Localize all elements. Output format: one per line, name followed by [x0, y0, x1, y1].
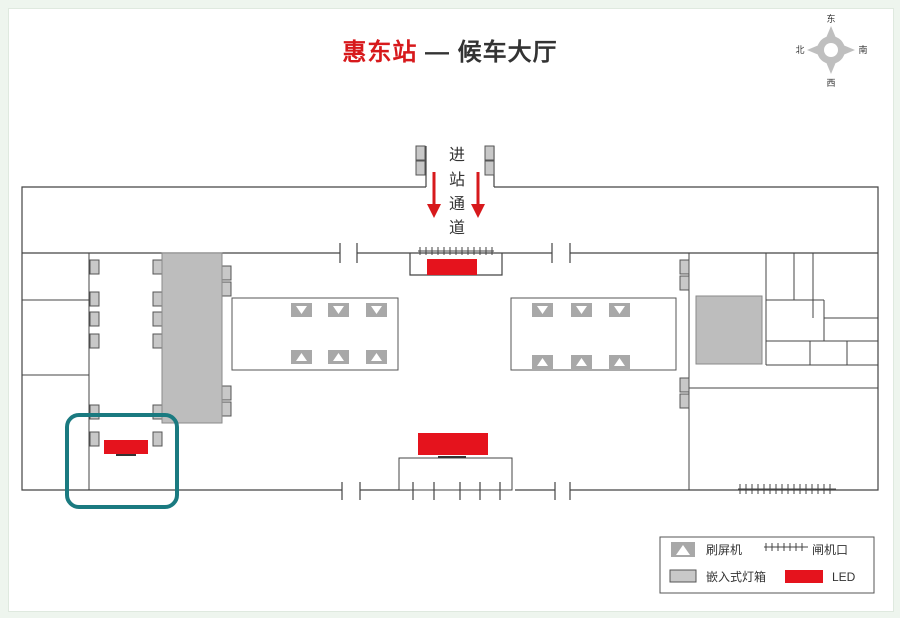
lightbox-icon	[152, 259, 163, 275]
right-rooms	[688, 253, 878, 490]
bottom-right-gate	[738, 484, 836, 494]
lightbox-icon	[415, 160, 426, 176]
legend-swipe-label: 刷屏机	[706, 543, 742, 557]
lightbox-icon	[415, 145, 426, 161]
legend-gate-label: 闸机口	[812, 543, 848, 557]
lightbox-icon	[89, 333, 100, 349]
title-separator: —	[425, 39, 450, 66]
compass-south-label: 南	[858, 44, 867, 55]
lightbox-icon	[152, 431, 163, 447]
lightbox-icon	[89, 259, 100, 275]
compass-north-label: 北	[795, 45, 804, 55]
swipe-screen-icon	[366, 303, 387, 317]
led-screen-center	[418, 433, 488, 455]
led-screen-top	[427, 259, 477, 275]
entrance-corridor: 进 站 通 道	[415, 145, 495, 237]
lightbox-icon	[484, 160, 495, 176]
entrance-label-char: 站	[449, 171, 465, 189]
swipe-screen-icon	[366, 350, 387, 364]
lightbox-icon	[152, 311, 163, 327]
swipe-screen-icon	[532, 355, 553, 369]
compass-west-label: 西	[826, 78, 835, 88]
swipe-screen-icon	[571, 303, 592, 317]
swipe-screen-icon	[609, 355, 630, 369]
swipe-screen-icon	[328, 303, 349, 317]
outer-walls	[21, 186, 879, 491]
lightbox-icon	[221, 281, 232, 297]
lightbox-icon	[669, 569, 697, 583]
right-grey-room	[695, 295, 763, 365]
lightbox-icon	[679, 259, 690, 275]
gate-icon	[764, 543, 808, 551]
legend-lightbox-label: 嵌入式灯箱	[706, 569, 766, 584]
compass-icon: 东 西 北 南	[795, 13, 867, 88]
led-screen-left	[104, 440, 148, 454]
lightbox-icon	[679, 275, 690, 291]
swipe-screen-icon	[609, 303, 630, 317]
lightbox-icon	[221, 401, 232, 417]
led-icon	[785, 570, 823, 583]
highlight-box	[65, 413, 179, 509]
lightbox-icon	[679, 377, 690, 393]
swipe-screen-icon	[291, 303, 312, 317]
page-title: 惠东站 — 候车大厅	[0, 32, 900, 67]
left-block-screens	[291, 303, 387, 364]
left-rooms	[22, 253, 90, 490]
swipe-screen-icon	[532, 303, 553, 317]
compass-east-label: 东	[826, 13, 835, 24]
lightbox-icon	[89, 311, 100, 327]
lightbox-icon	[89, 291, 100, 307]
lightbox-icon	[221, 265, 232, 281]
legend: 刷屏机 闸机口 嵌入式灯箱 LED	[659, 536, 875, 594]
swipe-screen-icon	[571, 355, 592, 369]
entrance-arrow-icon	[427, 172, 441, 218]
lightbox-icon	[152, 333, 163, 349]
lightbox-icon	[89, 431, 100, 447]
right-block-screens	[532, 303, 630, 369]
left-grey-room	[161, 252, 223, 424]
swipe-screen-icon	[328, 350, 349, 364]
lightbox-icon	[484, 145, 495, 161]
lightbox-icon	[221, 385, 232, 401]
bottom-kiosk	[398, 433, 513, 500]
swipe-screen-icon	[291, 350, 312, 364]
entrance-arrow-icon	[471, 172, 485, 218]
entrance-label-char: 通	[449, 195, 465, 213]
lightbox-icon	[679, 393, 690, 409]
swipe-screen-icon	[671, 542, 695, 557]
hall-name: 候车大厅	[457, 39, 558, 66]
top-gate-area	[409, 247, 503, 276]
entrance-label-char: 道	[449, 219, 465, 237]
station-name: 惠东站	[342, 39, 418, 66]
legend-led-label: LED	[832, 570, 856, 584]
door-marks	[339, 243, 571, 500]
lightbox-icon	[152, 291, 163, 307]
entrance-label-char: 进	[449, 146, 465, 164]
